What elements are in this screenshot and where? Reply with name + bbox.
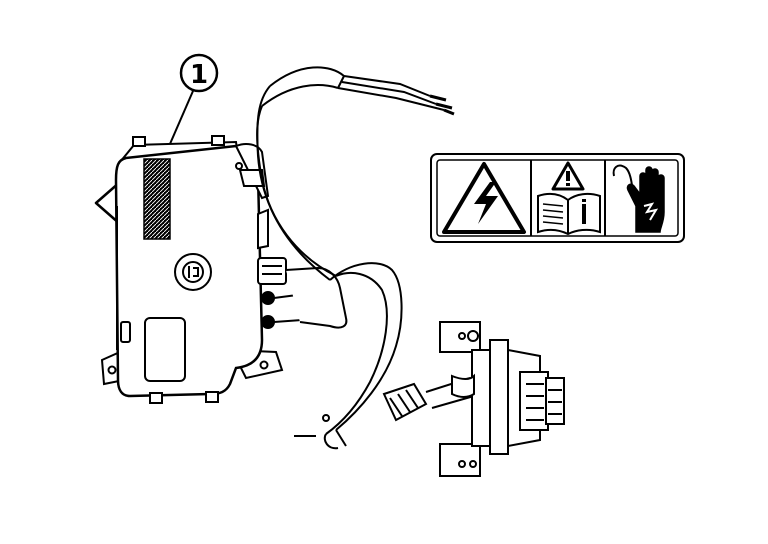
warning-label [430, 153, 685, 243]
terminal-block [257, 208, 348, 329]
main-cable [256, 66, 475, 450]
high-voltage-warning-icon [442, 162, 526, 234]
connector-bracket [439, 321, 565, 477]
electrical-unit [100, 135, 284, 404]
callout-number: 1 [190, 60, 208, 90]
read-manual-warning-icon [537, 161, 601, 236]
electric-shock-hand-icon [612, 164, 665, 233]
